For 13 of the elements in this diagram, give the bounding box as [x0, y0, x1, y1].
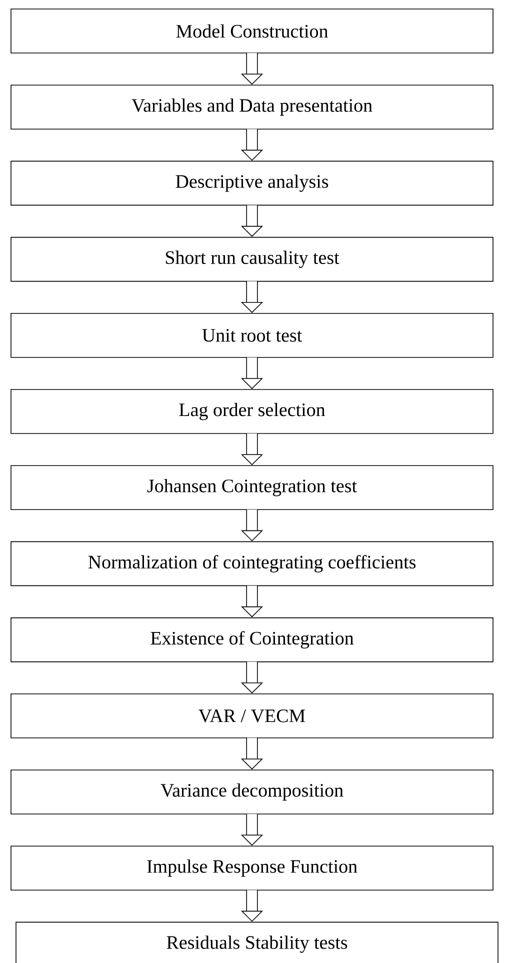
process-box: Model Construction — [10, 8, 494, 54]
process-box: Short run causality test — [10, 236, 494, 282]
process-box: VAR / VECM — [10, 694, 494, 738]
process-box: Variables and Data presentation — [10, 84, 494, 130]
process-box: Variance decomposition — [10, 770, 494, 814]
process-box: Impulse Response Function — [10, 846, 494, 890]
process-box: Existence of Cointegration — [10, 617, 494, 662]
process-box: Normalization of cointegrating coefficients — [10, 541, 494, 586]
process-box: Lag order selection — [10, 389, 494, 434]
process-box: Descriptive analysis — [10, 160, 494, 206]
process-box: Unit root test — [10, 313, 494, 358]
process-box: Johansen Cointegration test — [10, 465, 494, 510]
process-box: Residuals Stability tests — [16, 922, 498, 963]
